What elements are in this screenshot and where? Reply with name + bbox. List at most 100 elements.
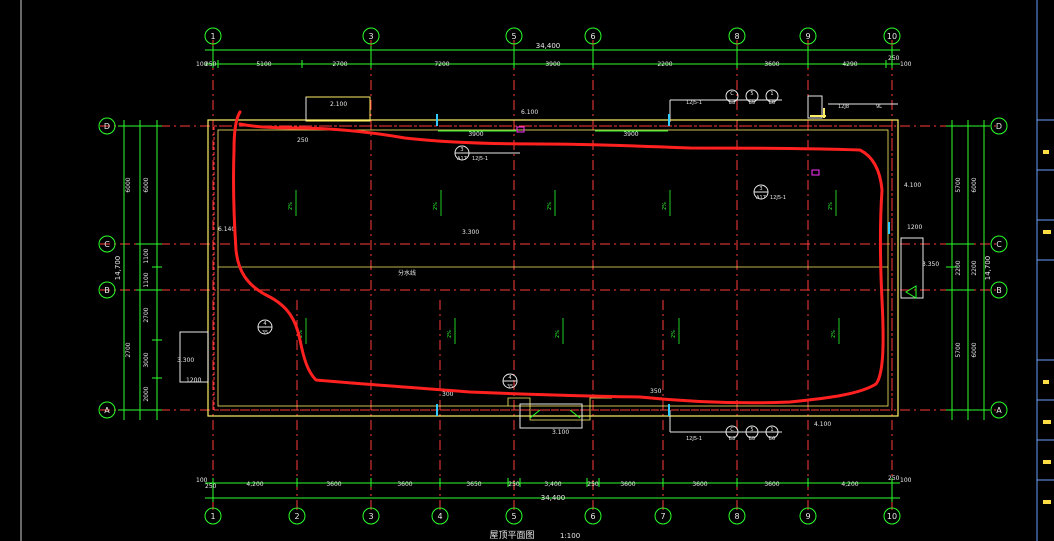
top-right-9l: 9L (876, 104, 882, 110)
bottom-seg-8: 3600 (620, 481, 635, 488)
callout-top-ref: 12J5-1 (686, 100, 702, 106)
small-dim-300: 300 (442, 391, 454, 398)
bottom-axis-label-0: 1 (210, 512, 215, 521)
roof-drain-icon-right (811, 169, 820, 176)
callout-top-c: C (730, 91, 734, 97)
bottom-dimension-chain: 100 250 4,200 3600 3600 3650 250 3,400 2… (196, 475, 912, 502)
right-seg-0: 5700 (955, 177, 962, 192)
detail-callout-left-num: 4 (263, 321, 266, 327)
bottom-axis-label-3: 4 (437, 512, 442, 521)
right-axis-label-1: C (996, 240, 1002, 249)
bottom-axis-label-8: 9 (805, 512, 810, 521)
bottom-axis-label-1: 2 (294, 512, 299, 521)
slope-label-5: 2% (828, 202, 834, 210)
top-total-dim: 34,400 (536, 42, 561, 50)
left-seg-2: 1100 (143, 248, 150, 263)
bottom-axis-label-6: 7 (660, 512, 665, 521)
bottom-axis-label-9: 10 (887, 512, 897, 521)
left-dimension-chain: 6000 6000 1100 1100 2700 3000 2700 2000 … (114, 120, 162, 420)
detail-callout-text: 12J5-1 (472, 156, 488, 162)
right-seg-1: 6000 (971, 177, 978, 192)
small-dim-250: 250 (297, 137, 309, 144)
cyan-markers (436, 114, 890, 416)
right-axis-label-0: D (996, 122, 1002, 131)
roof-outline (207, 119, 899, 421)
left-seg-4: 2700 (143, 307, 150, 322)
top-seg-2: 2700 (332, 61, 347, 68)
slope-label-3: 2% (547, 202, 553, 210)
right-seg-2: 2200 (955, 260, 962, 275)
callout-bottom-e5: E5 (749, 436, 755, 442)
left-axis-label-1: C (104, 240, 110, 249)
right-seg-4: 5700 (955, 342, 962, 357)
red-markup-curve[interactable] (232, 110, 885, 405)
bottom-seg-6: 3,400 (544, 481, 561, 488)
right-seg-5: 6000 (971, 342, 978, 357)
bottom-edge-right-dim: 100 (900, 477, 912, 484)
slope-label-2: 2% (433, 202, 439, 210)
top-right-box: 12J8 9L (807, 95, 898, 119)
slope-label-10: 2% (831, 330, 837, 338)
callout-top-1: 1 (770, 91, 773, 97)
left-axis-bubbles (98, 117, 116, 419)
top-dimension-chain: 34,400 100 250 5100 2700 7200 3900 2200 … (196, 42, 912, 68)
callout-bottom-c: C (730, 427, 734, 433)
detail-callout-right[interactable]: 3 A17 12J5-1 (753, 184, 786, 201)
top-right-ref: 12J8 (838, 104, 849, 110)
top-edge-left-dim: 100 (196, 61, 208, 68)
right-total-dim: 14,700 (984, 256, 992, 281)
top-seg-3: 7200 (434, 61, 449, 68)
top-axis-label-2: 5 (511, 32, 516, 41)
detail-callout-ref: A17 (457, 156, 467, 162)
bottom-seg-9: 3600 (692, 481, 707, 488)
bottom-axis-label-4: 5 (511, 512, 516, 521)
top-edge-right-dim: 100 (900, 61, 912, 68)
callout-bottom-e6: E6 (769, 436, 775, 442)
drawing-title: 屋顶平面图 (489, 530, 534, 541)
left-seg-6: 2700 (125, 342, 132, 357)
detail-callout-a17[interactable]: 3 A17 12J5-1 (454, 145, 520, 162)
top-axis-label-1: 3 (368, 32, 373, 41)
inner-dim-3900-a: 3900 (468, 131, 483, 138)
top-seg-1: 5100 (256, 61, 271, 68)
left-side-box (179, 331, 209, 383)
elevation-top: 6.100 (521, 109, 538, 116)
bottom-axis-label-7: 8 (734, 512, 739, 521)
detail-callout-right-text: 12J5-1 (770, 195, 786, 201)
detail-callout-left[interactable]: 4 35 (257, 319, 273, 336)
bottom-seg-10: 3600 (764, 481, 779, 488)
right-seg-3: 2200 (971, 260, 978, 275)
left-seg-5: 3000 (143, 352, 150, 367)
bottom-axis-label-2: 3 (368, 512, 373, 521)
bottom-total-dim: 34,400 (541, 494, 566, 502)
callout-top-right[interactable]: C 5 1 E3 E5 E6 12J5-1 (669, 89, 782, 122)
left-seg-1: 6000 (143, 177, 150, 192)
left-seg-7: 2000 (143, 386, 150, 401)
bottom-seg-12: 250 (888, 475, 900, 482)
top-seg-6: 3600 (764, 61, 779, 68)
right-sidebar-panel (1036, 0, 1054, 541)
detail-callout-left-ref: 35 (262, 330, 268, 336)
detail-callout-bottom[interactable]: 4 35 (502, 373, 518, 390)
drawing-title-block: 屋顶平面图 1:100 (489, 530, 580, 541)
right-axis-label-3: A (996, 406, 1002, 415)
bottom-seg-1: 4,200 (246, 481, 263, 488)
left-axis-label-3: A (104, 406, 110, 415)
slope-label-1: 2% (288, 202, 294, 210)
bottom-seg-5: 250 (508, 481, 520, 488)
top-axis-label-0: 1 (210, 32, 215, 41)
top-seg-0: 250 (205, 61, 217, 68)
roof-drain-icon (516, 126, 525, 133)
grid-lines (100, 40, 1000, 510)
bottom-seg-7: 250 (587, 481, 599, 488)
callout-bottom-right[interactable]: C 5 1 E3 E5 E6 12J5-1 (669, 410, 782, 442)
inner-top-dims: 3900 3900 (438, 130, 668, 138)
slope-label-4: 2% (662, 202, 668, 210)
left-seg-0: 6000 (125, 177, 132, 192)
bottom-seg-2: 3600 (326, 481, 341, 488)
callout-top-e5: E5 (749, 100, 755, 106)
slope-label-8: 2% (555, 330, 561, 338)
slope-label-6: 2% (298, 330, 304, 338)
left-axis-label-0: D (104, 122, 110, 131)
